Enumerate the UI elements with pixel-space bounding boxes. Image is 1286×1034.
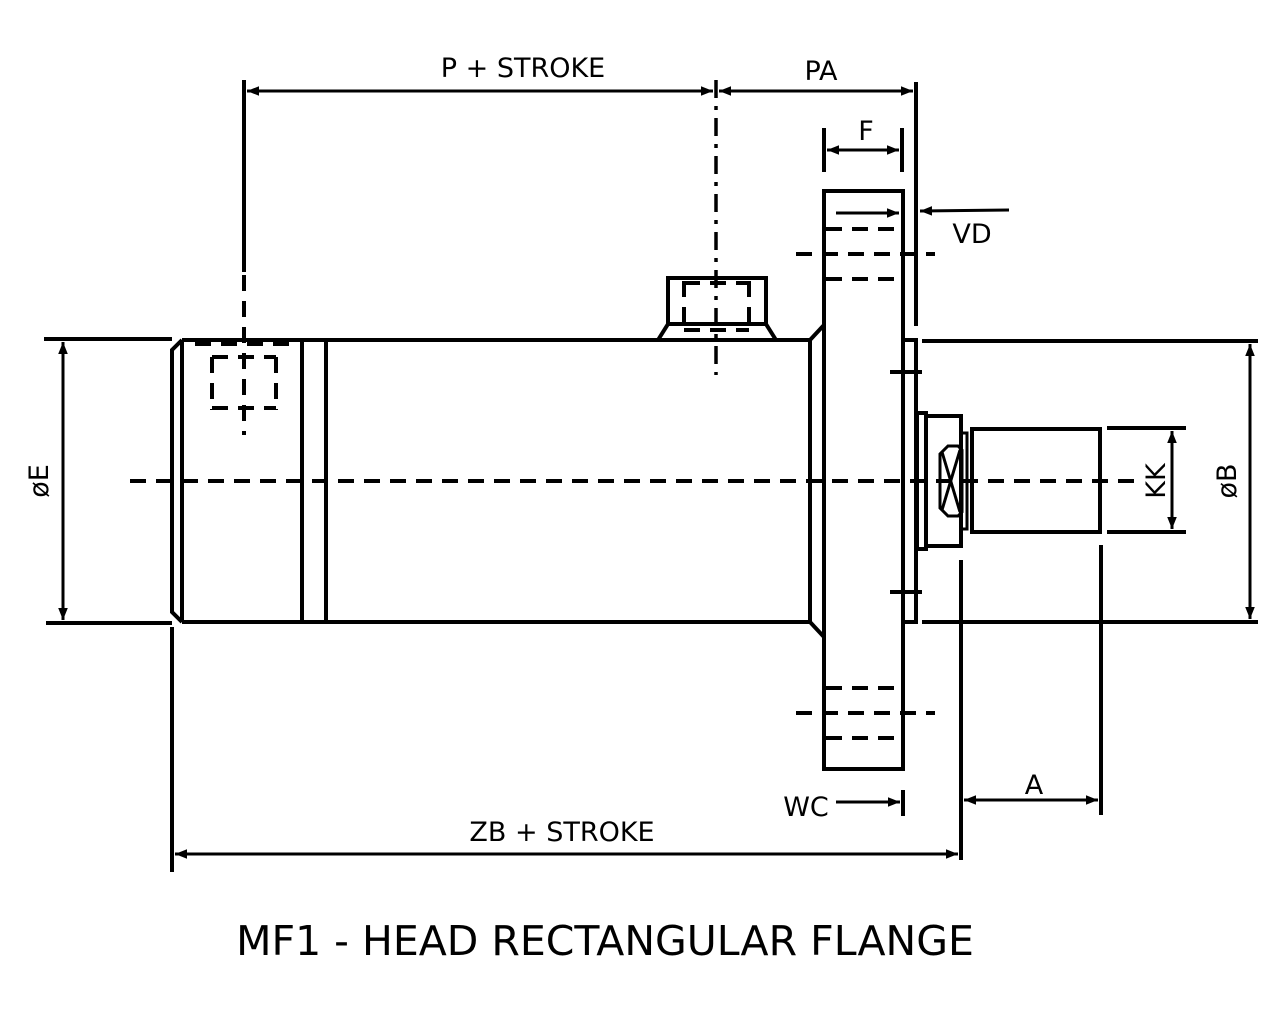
label-vd: VD bbox=[952, 219, 991, 250]
label-pa: PA bbox=[804, 56, 838, 87]
label-zb-stroke: ZB + STROKE bbox=[469, 817, 654, 848]
head-gland bbox=[890, 338, 969, 624]
drawing-title: MF1 - HEAD RECTANGULAR FLANGE bbox=[236, 917, 974, 965]
rectangular-flange bbox=[796, 189, 935, 771]
rod-end bbox=[970, 427, 1102, 534]
label-kk: KK bbox=[1141, 462, 1172, 499]
label-wc: WC bbox=[783, 792, 829, 823]
cylinder-barrel bbox=[170, 323, 826, 639]
label-diameter-e: øE bbox=[24, 464, 55, 498]
extension-lines bbox=[44, 80, 1258, 872]
label-p-stroke: P + STROKE bbox=[441, 53, 605, 84]
front-port-boss bbox=[656, 80, 778, 375]
label-a: A bbox=[1025, 770, 1044, 801]
rear-port-hidden bbox=[195, 275, 295, 435]
label-diameter-b: øB bbox=[1212, 463, 1243, 498]
label-f: F bbox=[858, 116, 874, 147]
dim-vd-arrow-right bbox=[919, 206, 1010, 216]
